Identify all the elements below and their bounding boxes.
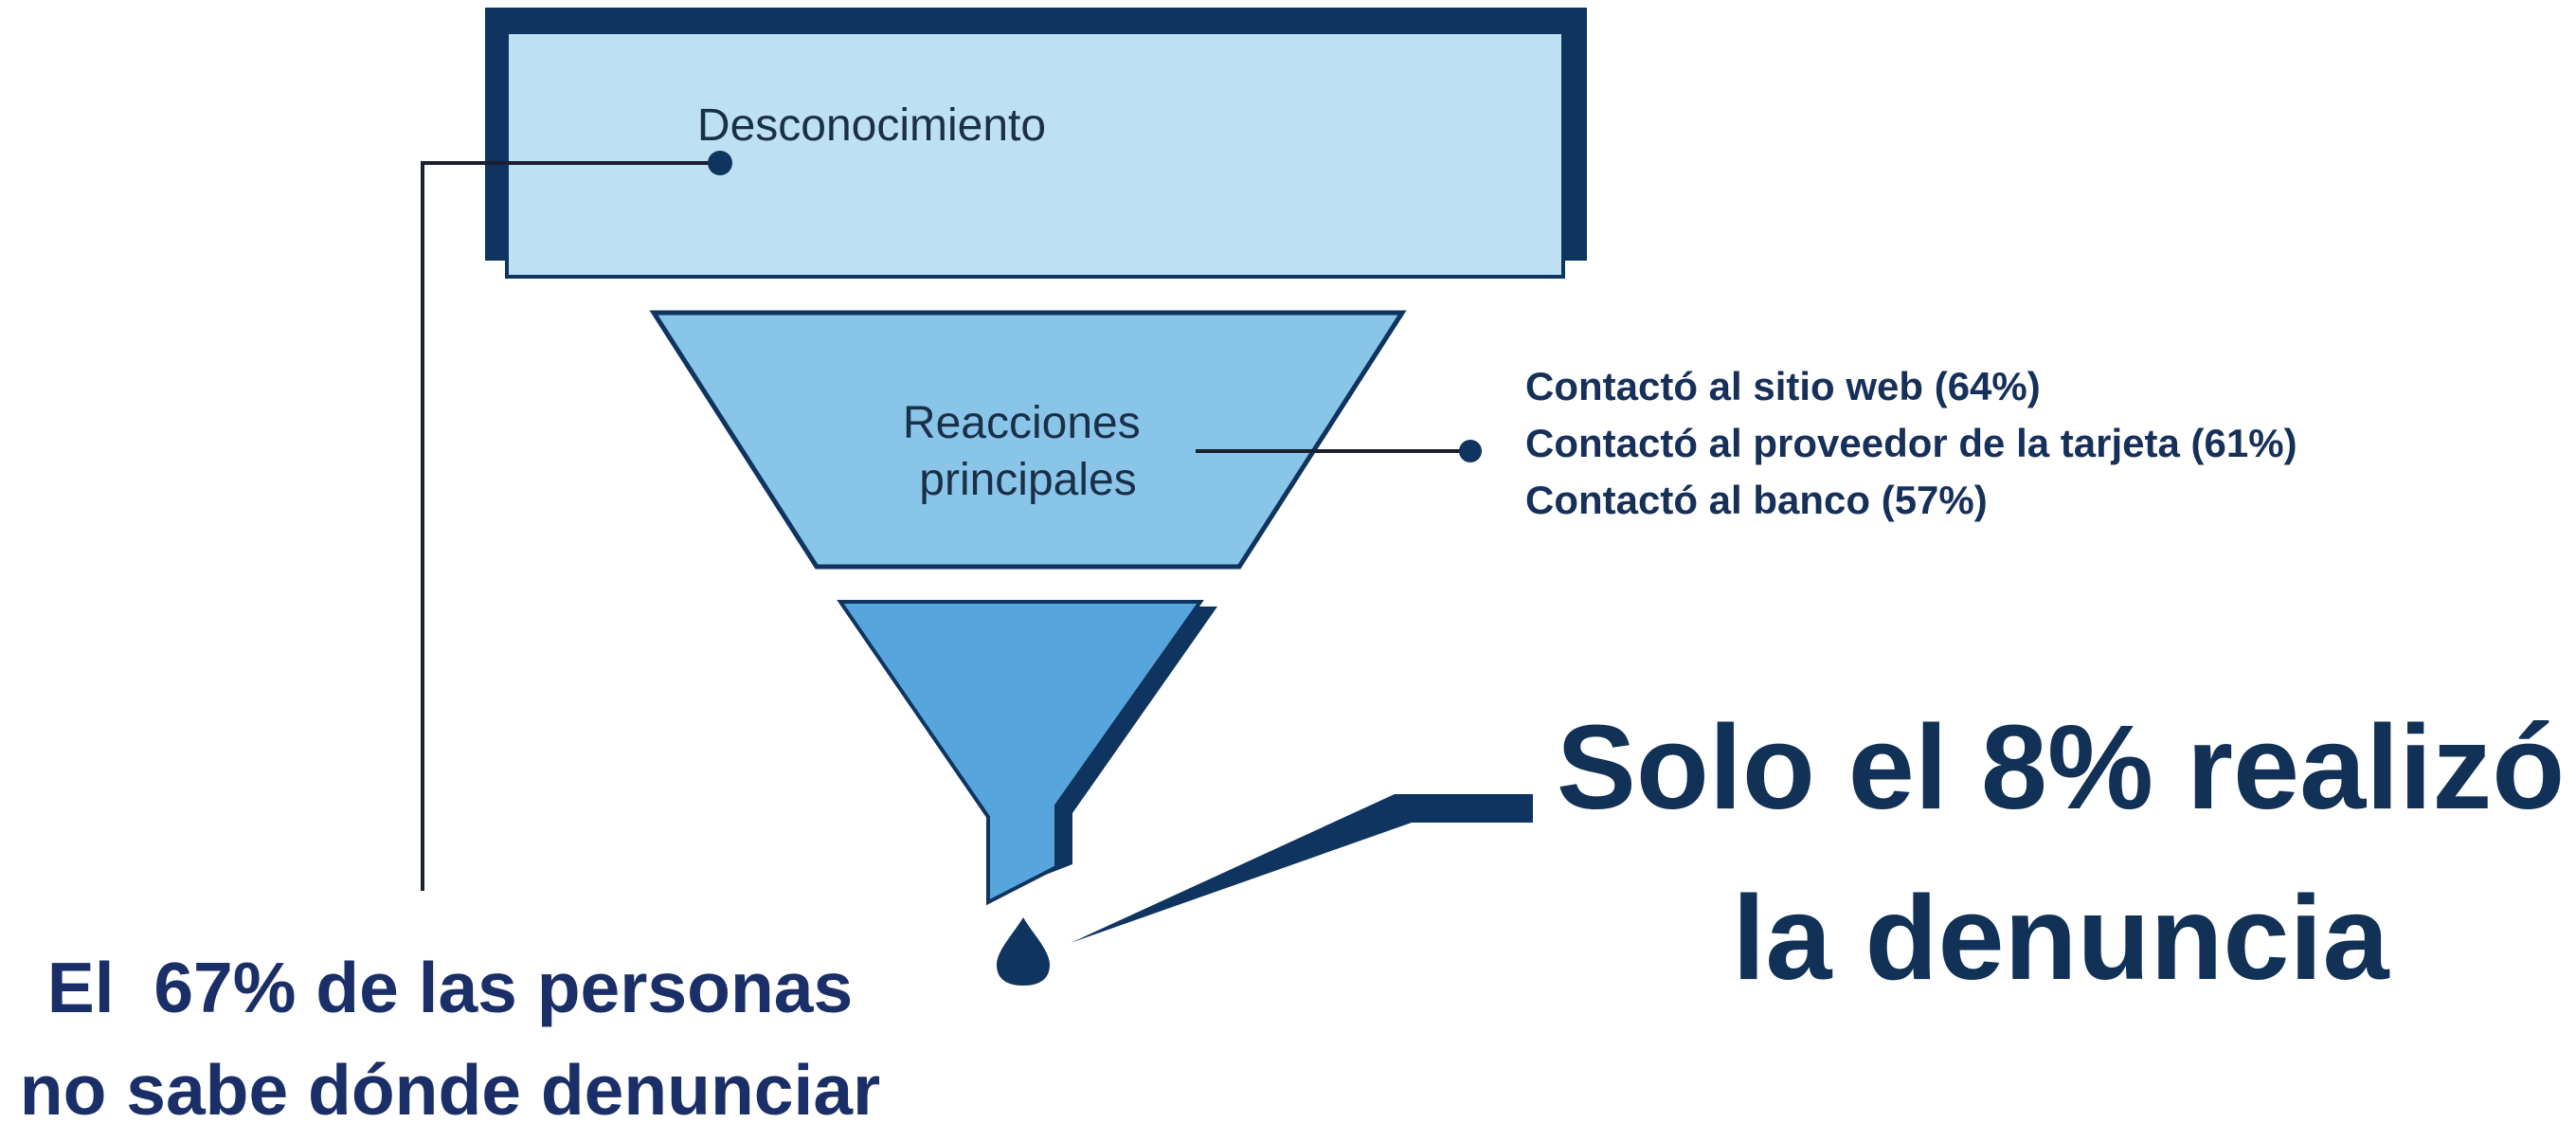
stage-1-box: Desconocimiento [485, 8, 1587, 279]
callout-pointer [1071, 794, 1533, 943]
left-connector-dot [708, 151, 732, 175]
stage-1-body [505, 30, 1565, 279]
highlight-line-1: Solo el 8% realizó [1556, 700, 2566, 834]
drop-icon [997, 917, 1050, 986]
funnel-infographic: Desconocimiento Reacciones principales [20, 8, 2576, 1130]
left-connector-line [421, 161, 720, 891]
highlight-callout: Solo el 8% realizó la denuncia [1544, 682, 2576, 1023]
reaction-item: Contactó al banco (57%) [1525, 478, 1988, 522]
highlight-line-2: la denuncia [1732, 871, 2389, 1005]
stage-2-label-line-2: principales [919, 455, 1136, 505]
stage-2-body [649, 310, 1407, 570]
stage-3-spout [837, 600, 1217, 986]
unawareness-callout: El 67% de las personas no sabe dónde den… [0, 936, 900, 1141]
unawareness-line-1: El 67% de las personas [46, 948, 854, 1027]
reaction-item: Contactó al proveedor de la tarjeta (61%… [1525, 421, 2297, 465]
reactions-connector [1196, 440, 1482, 462]
left-connector [421, 151, 732, 891]
stage-2-label-line-1: Reacciones [903, 398, 1141, 448]
stage-2-label: Reacciones principales [903, 398, 1153, 505]
reaction-item: Contactó al sitio web (64%) [1525, 364, 2041, 408]
stage-1-label: Desconocimiento [697, 100, 1046, 151]
stage-3-body [837, 600, 1204, 906]
stage-2-trapezoid: Reacciones principales [649, 310, 1407, 570]
reactions-connector-dot [1459, 440, 1482, 462]
unawareness-line-2: no sabe dónde denunciar [19, 1050, 881, 1130]
funnel-diagram: Desconocimiento Reacciones principales [421, 8, 1587, 986]
reactions-list: Contactó al sitio web (64%) Contactó al … [1525, 358, 2331, 529]
